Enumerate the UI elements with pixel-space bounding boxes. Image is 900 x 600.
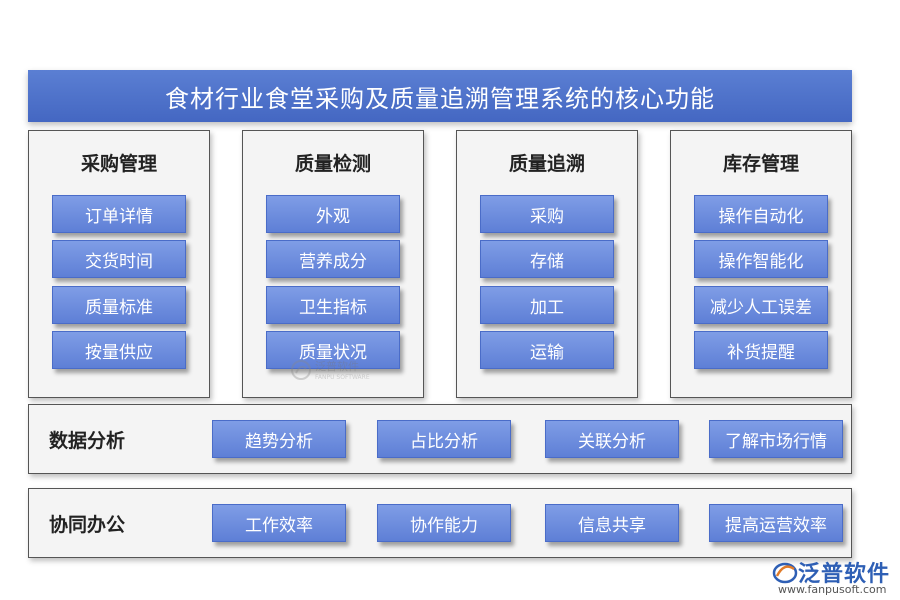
diagram-title: 食材行业食堂采购及质量追溯管理系统的核心功能 [28,70,852,122]
feature-item: 减少人工误差 [694,286,828,324]
brand-logo: 泛普软件 [772,556,890,588]
module-title: 库存管理 [722,153,799,175]
feature-item: 卫生指标 [266,286,400,324]
module-data-analysis: 数据分析 趋势分析 占比分析 关联分析 了解市场行情 [28,404,852,474]
feature-item: 信息共享 [545,504,679,542]
feature-item: 交货时间 [52,240,186,278]
logo-name: 泛普软件 [798,562,891,587]
feature-item: 外观 [266,195,400,233]
logo-url: www.fanpusoft.com [778,583,887,596]
feature-item: 按量供应 [52,331,186,369]
watermark: 泛普软件 FANPU SOFTWARE [290,358,370,381]
feature-item: 趋势分析 [212,420,346,458]
feature-item: 协作能力 [377,504,511,542]
fanpu-watermark-icon [291,359,311,380]
feature-item: 质量状况 [266,331,400,369]
watermark-name: 泛普软件 [315,360,359,373]
feature-item: 操作自动化 [694,195,828,233]
module-title: 质量检测 [294,153,371,175]
watermark-sub: FANPU SOFTWARE [315,374,370,381]
feature-item: 补货提醒 [694,331,828,369]
module-title: 质量追溯 [508,153,585,175]
module-purchase-management: 采购管理 订单详情 交货时间 质量标准 按量供应 [28,130,210,398]
feature-item: 存储 [480,240,614,278]
feature-item: 工作效率 [212,504,346,542]
feature-item: 占比分析 [377,420,511,458]
fanpu-logo-icon [772,562,798,584]
feature-item: 操作智能化 [694,240,828,278]
feature-item: 营养成分 [266,240,400,278]
module-title: 协同办公 [49,513,126,536]
module-title: 采购管理 [80,153,157,175]
module-quality-traceability: 质量追溯 采购 存储 加工 运输 [456,130,638,398]
feature-item: 质量标准 [52,286,186,324]
feature-item: 加工 [480,286,614,324]
feature-item: 关联分析 [545,420,679,458]
module-title: 数据分析 [49,429,126,452]
feature-item: 了解市场行情 [709,420,843,458]
module-quality-inspection: 质量检测 外观 营养成分 卫生指标 质量状况 [242,130,424,398]
feature-item: 运输 [480,331,614,369]
feature-item: 订单详情 [52,195,186,233]
module-inventory-management: 库存管理 操作自动化 操作智能化 减少人工误差 补货提醒 [670,130,852,398]
feature-item: 采购 [480,195,614,233]
module-collaboration: 协同办公 工作效率 协作能力 信息共享 提高运营效率 [28,488,852,558]
feature-item: 提高运营效率 [709,504,843,542]
